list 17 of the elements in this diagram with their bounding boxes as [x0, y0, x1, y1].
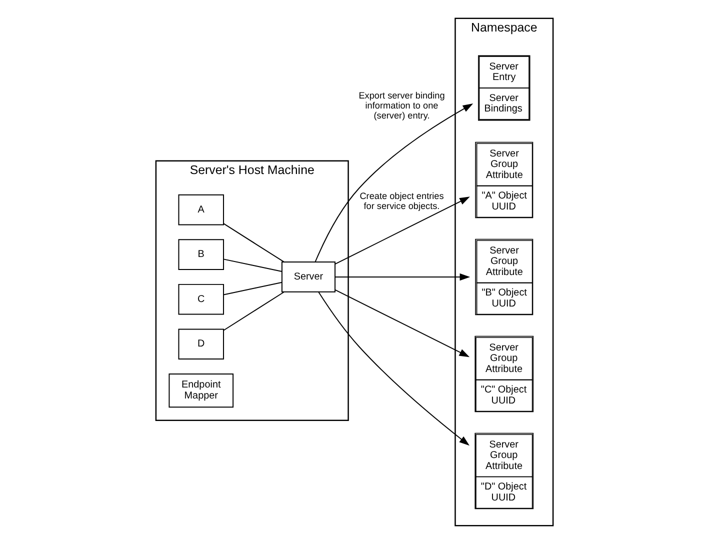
node-box: Endpoint Mapper	[168, 373, 234, 408]
node-box: Server	[280, 262, 336, 292]
arrow	[314, 104, 473, 262]
node-box: D	[178, 328, 224, 360]
edge-label: Create object entries for service objects.	[359, 190, 444, 211]
node-box: B	[178, 239, 224, 270]
connector	[222, 282, 282, 296]
arrow	[318, 292, 469, 446]
connector	[222, 292, 284, 331]
arrow	[334, 289, 470, 358]
node-box: A	[178, 194, 224, 226]
connector	[222, 258, 282, 272]
connector	[222, 223, 284, 262]
edge-label: Export server binding information to one (server) entry.	[358, 90, 444, 120]
node-box: C	[178, 284, 224, 315]
arrow	[334, 273, 470, 281]
arrow	[334, 196, 470, 265]
